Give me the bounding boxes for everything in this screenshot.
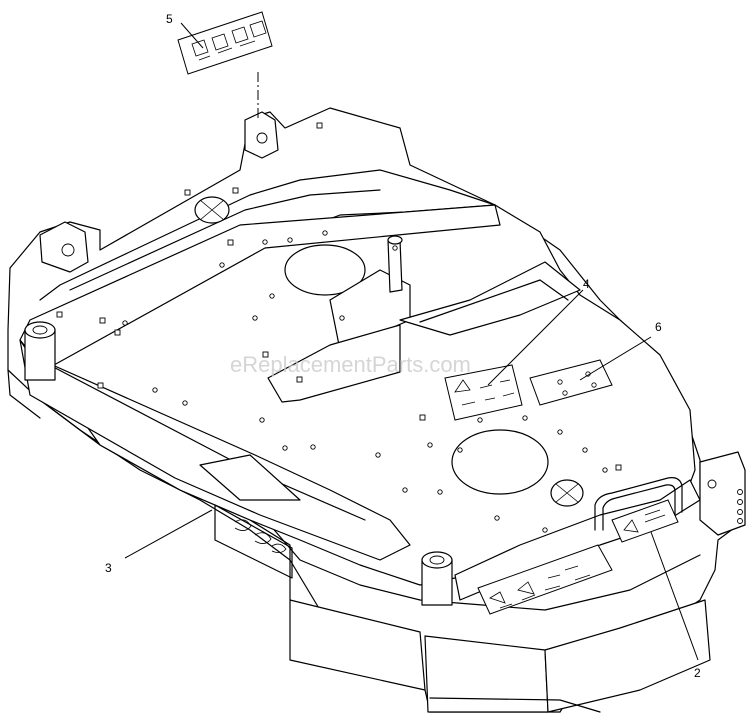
callout-4: 4 [487, 277, 590, 386]
rear-x-vent [194, 196, 230, 224]
callout-5: 5 [166, 12, 204, 49]
decal-2 [477, 499, 679, 615]
watermark: eReplacementParts.com [230, 352, 471, 377]
decal-5 [177, 11, 273, 118]
callout-3-label: 3 [105, 561, 112, 575]
callout-5-label: 5 [166, 12, 173, 26]
callout-2-label: 2 [694, 666, 701, 680]
deck-top-plate [19, 111, 746, 606]
callout-4-label: 4 [583, 277, 590, 291]
callout-6-label: 6 [655, 320, 662, 334]
decal-6 [529, 359, 613, 406]
callout-3: 3 [105, 509, 213, 575]
right-x-vent [550, 479, 584, 507]
bolt-holes [122, 230, 608, 533]
decal-4 [444, 364, 523, 421]
deck-size-badge [214, 504, 293, 579]
callout-2: 2 [650, 531, 701, 680]
square-slots [56, 122, 622, 471]
callout-6: 6 [579, 320, 662, 381]
right-pivot-post [421, 551, 453, 606]
left-pivot-post [24, 321, 56, 381]
